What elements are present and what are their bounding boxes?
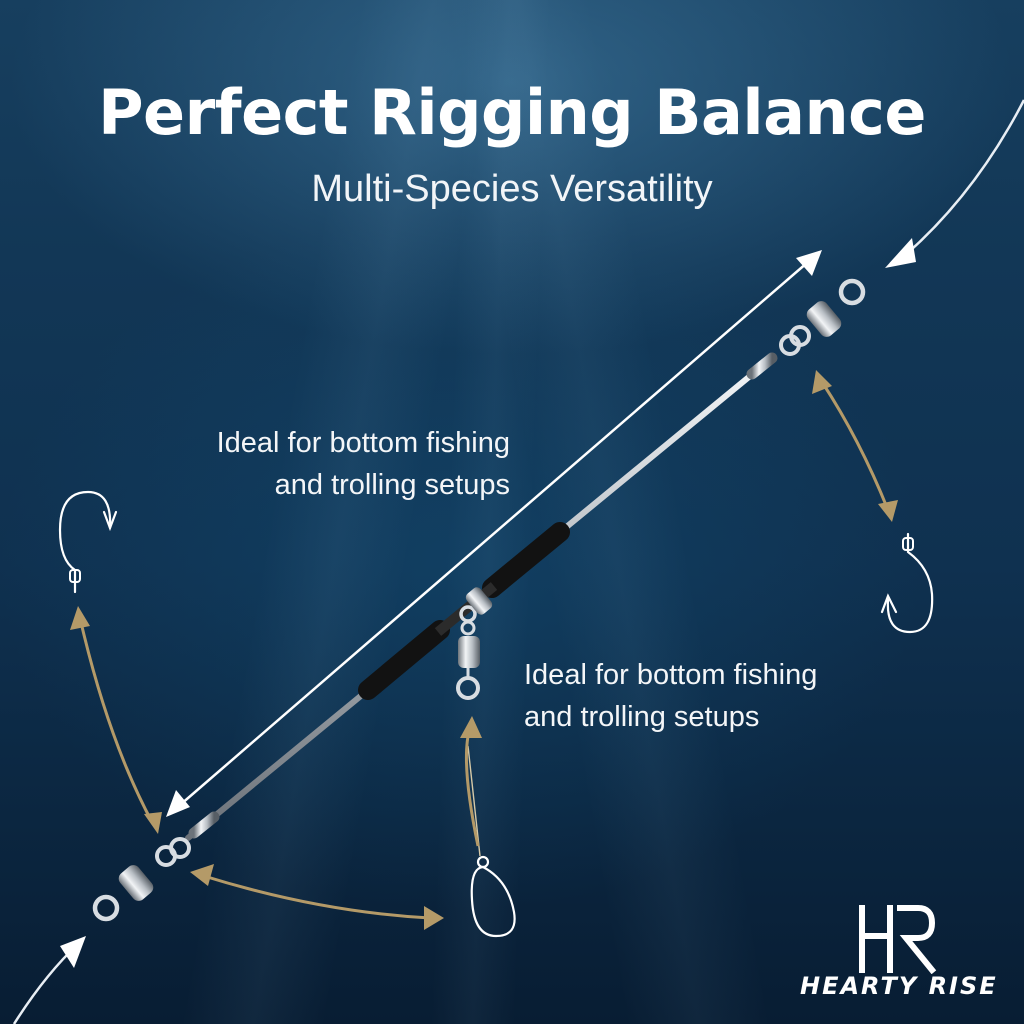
callout-lower-line1: Ideal for bottom fishing bbox=[524, 659, 818, 691]
sleeve-lower bbox=[358, 620, 450, 700]
callout-upper-line1: Ideal for bottom fishing bbox=[216, 427, 510, 459]
gold-arrow-right-diagonal bbox=[812, 370, 898, 522]
hook-left-icon bbox=[58, 490, 118, 594]
callout-upper: Ideal for bottom fishing and trolling se… bbox=[170, 422, 510, 506]
gold-arrow-middle-vertical bbox=[460, 716, 482, 847]
crimp-bottom bbox=[188, 811, 220, 839]
page-title: Perfect Rigging Balance bbox=[98, 76, 926, 149]
length-arrowhead-top bbox=[796, 250, 822, 276]
main-line-top-arrowhead bbox=[885, 238, 916, 268]
crimp-top bbox=[746, 352, 778, 380]
length-arrowhead-bottom bbox=[166, 790, 190, 817]
gold-arrow-left-vertical bbox=[70, 606, 162, 834]
callout-upper-line2: and trolling setups bbox=[274, 469, 510, 501]
length-indicator-line bbox=[179, 261, 809, 806]
gold-arrow-bottom-horizontal bbox=[190, 864, 444, 930]
page-subtitle: Multi-Species Versatility bbox=[311, 168, 713, 210]
brand-name: HEARTY RISE bbox=[800, 972, 998, 1000]
swivel-middle bbox=[456, 587, 493, 700]
main-line-top bbox=[901, 99, 1024, 259]
swivel-top bbox=[779, 278, 866, 356]
callout-lower-line2: and trolling setups bbox=[524, 701, 760, 733]
sleeve-upper bbox=[482, 522, 570, 598]
main-line-bottom-arrowhead bbox=[60, 936, 86, 968]
callout-lower: Ideal for bottom fishing and trolling se… bbox=[524, 654, 884, 738]
hook-right-icon bbox=[880, 532, 934, 634]
brand-logo-mark bbox=[859, 905, 937, 974]
sinker-icon bbox=[467, 745, 516, 938]
swivel-bottom bbox=[92, 837, 191, 922]
